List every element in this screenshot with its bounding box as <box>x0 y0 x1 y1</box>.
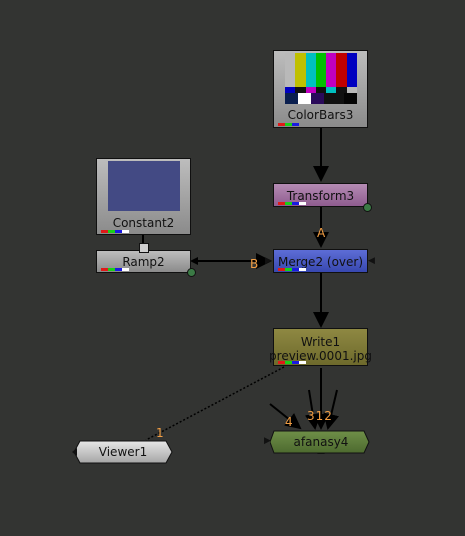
merge-node[interactable]: Merge2 (over) <box>273 249 368 273</box>
colorbars-node[interactable]: ColorBars3 <box>273 50 368 128</box>
transform-label: Transform3 <box>286 189 355 203</box>
merge-left-input-arrow[interactable]: ▶ <box>265 256 272 266</box>
afanasy-node[interactable] <box>270 430 372 454</box>
ramp-label: Ramp2 <box>122 255 165 269</box>
ramp-node[interactable]: Ramp2 <box>96 250 191 273</box>
viewer-input-1-label: 1 <box>156 426 164 440</box>
write-label: Write1 <box>300 335 341 349</box>
constant-thumbnail <box>108 161 180 211</box>
colorbars-label: ColorBars3 <box>287 108 354 122</box>
ramp-input-port[interactable] <box>139 243 149 253</box>
viewer-label: Viewer1 <box>98 445 148 459</box>
write-file-label: preview.0001.jpg <box>269 349 372 363</box>
merge-label: Merge2 (over) <box>277 255 364 269</box>
merge-input-a-label: A <box>317 226 326 240</box>
afanasy-left-input-arrow[interactable]: ▶ <box>264 436 271 446</box>
viewer-node[interactable] <box>72 440 174 464</box>
afanasy-input-4-label: 4 <box>285 415 293 429</box>
afanasy-input-312-label: 312 <box>307 409 333 423</box>
constant-node[interactable]: Constant2 <box>96 158 191 235</box>
wire-afanasy-input-4 <box>269 403 302 430</box>
transform-node[interactable]: Transform3 <box>273 183 368 207</box>
afanasy-label: afanasy4 <box>293 435 349 449</box>
merge-mask-input-arrow[interactable]: ◀ <box>368 256 375 266</box>
constant-label: Constant2 <box>112 216 175 230</box>
ramp-clone-badge <box>187 268 196 277</box>
colorbars-thumbnail <box>285 53 358 104</box>
wire-afanasy-input-2 <box>323 389 340 430</box>
transform-clone-badge <box>363 203 372 212</box>
write-node[interactable]: Write1 preview.0001.jpg <box>269 328 372 366</box>
merge-input-b-label: B <box>250 257 259 271</box>
wire-write-viewer <box>145 366 285 441</box>
wire-ramp-merge-arrowhead <box>190 257 198 265</box>
wire-afanasy-input-3 <box>304 389 321 430</box>
